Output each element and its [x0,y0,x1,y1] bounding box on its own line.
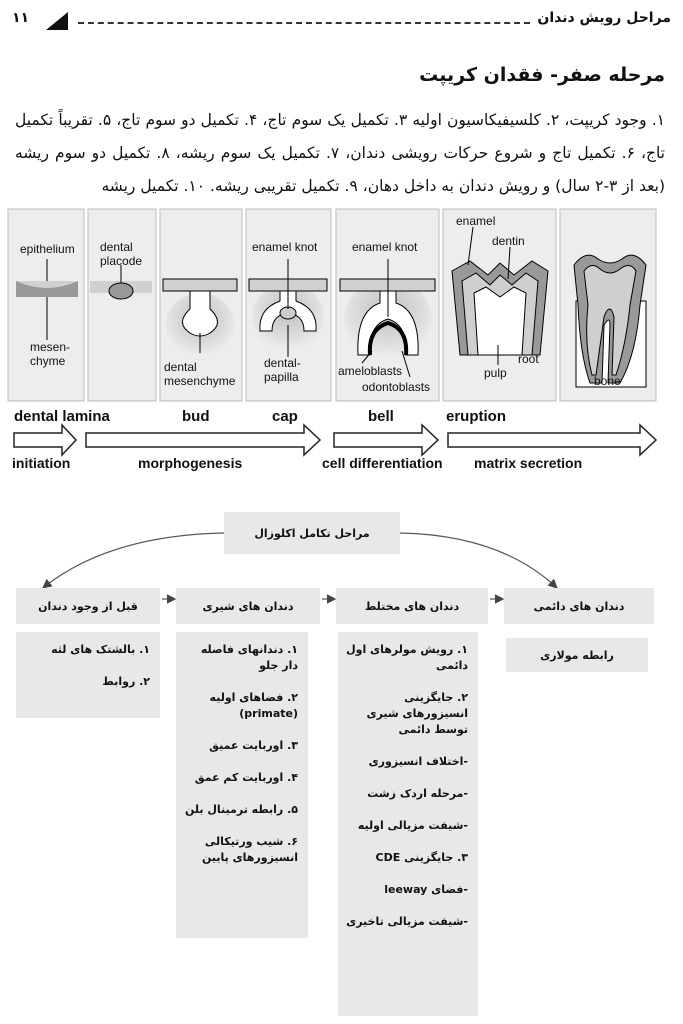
list-item: -مرحله اردک زشت [367,787,468,800]
label-enamel: enamel [456,214,495,228]
stage-bud: bud [182,408,210,425]
col-pre-dentition-title: قبل از وجود دندان [38,599,138,613]
chapter-title: مراحل رویش دندان [537,10,671,26]
list-item: ۱. بالشتک های لثه [51,643,150,656]
label-mesenchyme: mesen-chyme [30,340,70,368]
stage-bell: bell [368,408,394,425]
col-mixed-header: دندان های مختلط [336,588,488,624]
phase-matrix-secretion: matrix secretion [474,455,582,471]
flow-root-label: مراحل تکامل اکلوزال [254,526,370,540]
label-dentin: dentin [492,234,525,248]
label-odontoblasts: odontoblasts [362,380,430,394]
col-primary-title: دندان های شیری [202,599,294,613]
col-pre-dentition-header: قبل از وجود دندان [16,588,160,624]
section-paragraph: ۱. وجود کریپت، ۲. کلسیفیکاسیون اولیه ۳. … [15,111,665,195]
list-item: ۲. فضاهای اولیه (primate) [209,691,298,720]
corner-triangle-icon [46,12,68,30]
panel-2 [87,208,157,402]
arrow-morphogenesis-icon [85,423,322,457]
list-item: -اختلاف انسیزوری [368,755,468,768]
label-ameloblasts: ameloblasts [338,364,402,378]
list-item: ۱. رویش مولرهای اول دائمی [346,643,468,672]
label-bone: bone [594,374,621,388]
col-permanent-title: دندان های دائمی [533,599,625,613]
header-divider [78,22,530,24]
page-header: ۱۱ مراحل رویش دندان [8,8,675,34]
arrow-initiation-icon [13,423,78,457]
col-primary-header: دندان های شیری [176,588,320,624]
list-item: ۳. جایگزینی CDE [375,851,468,864]
list-item: ۲. روابط [102,675,150,688]
arrow-matrix-secretion-icon [447,423,658,457]
list-item: -شیفت مزیالی تاخیری [346,915,468,928]
stage-eruption: eruption [446,408,506,425]
phase-cell-differentiation: cell differentiation [322,455,443,471]
list-item: ۳. اوربایت عمیق [209,739,298,752]
col-permanent-list: رابطه مولاری [506,638,648,672]
col-primary-list: ۱. دندانهای فاصله دار جلو ۲. فضاهای اولی… [176,632,308,938]
label-dental-papilla: dental-papilla [264,356,301,384]
phase-initiation: initiation [12,455,70,471]
label-root: root [518,352,539,366]
list-item: ۴. اوربایت کم عمق [194,771,298,784]
section-title: مرحله صفر- فقدان کریپت [419,64,665,86]
list-item: -شیفت مزیالی اولیه [357,819,468,832]
stage-cap: cap [272,408,298,425]
label-enamel-knot-cap: enamel knot [252,240,318,254]
arrow-cell-differentiation-icon [333,423,440,457]
list-item: -فضای leeway [384,883,468,896]
col-pre-dentition-list: ۱. بالشتک های لثه ۲. روابط [16,632,160,718]
stage-dental-lamina: dental lamina [14,408,111,425]
panel-1 [7,208,85,402]
col-mixed-title: دندان های مختلط [364,599,460,613]
phase-morphogenesis: morphogenesis [138,455,242,471]
list-item: رابطه مولاری [540,648,614,662]
col-permanent-header: دندان های دائمی [504,588,654,624]
flowchart-connectors [42,532,558,604]
label-pulp: pulp [484,366,507,380]
col-mixed-list: ۱. رویش مولرهای اول دائمی ۲. جایگزینی ان… [338,632,478,1016]
list-item: ۵. رابطه ترمینال بلن [185,803,298,816]
list-item: ۱. دندانهای فاصله دار جلو [200,643,298,672]
list-item: ۲. جایگزینی انسیزورهای شیری توسط دائمی [366,691,469,736]
label-enamel-knot-bell: enamel knot [352,240,418,254]
list-item: ۶. شیب ورتیکالی انسیزورهای پایین [201,835,298,864]
page-number: ۱۱ [12,10,30,26]
flow-root-box: مراحل تکامل اکلوزال [224,512,400,554]
label-epithelium: epithelium [20,242,75,256]
